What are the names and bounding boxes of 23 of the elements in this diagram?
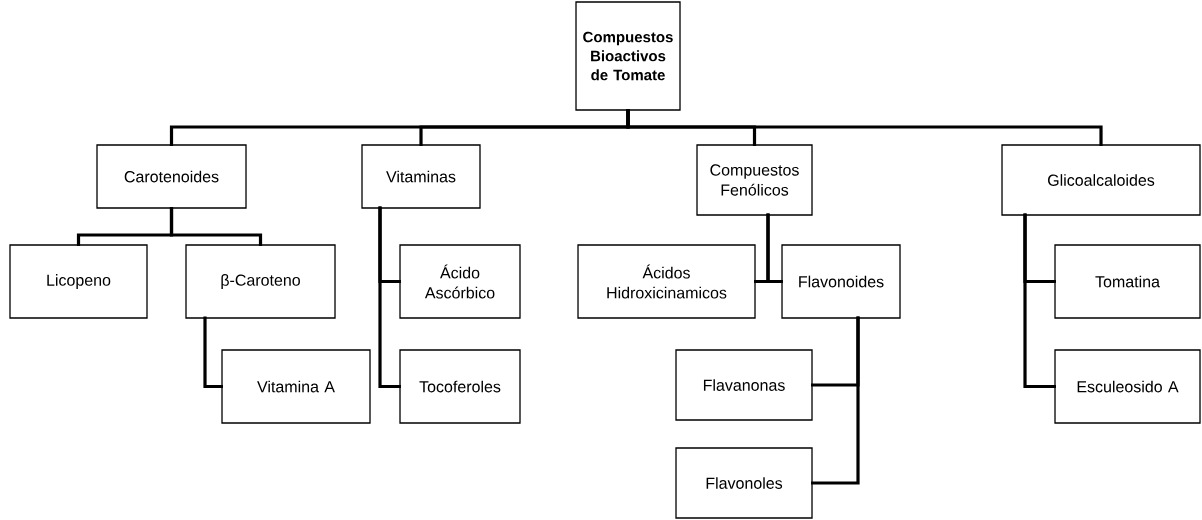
box: Compuestos Bioactivos de Tomate [575, 1, 681, 111]
connector-line [626, 109, 1103, 146]
box: Flavanonas [675, 349, 813, 421]
connector-line [1023, 213, 1056, 389]
box: Licopeno [9, 244, 148, 319]
box: Glicoalcaloides [1001, 144, 1201, 216]
box: Esculeosido A [1054, 349, 1201, 424]
box: Ácidos Hidroxicinamicos [577, 244, 756, 319]
box: Flavonoides [781, 244, 901, 319]
box: Tomatina [1054, 244, 1201, 319]
box: Vitaminas [361, 144, 481, 209]
box: Ácido Ascórbico [399, 244, 521, 319]
connector-line [378, 206, 401, 389]
box: Vitamina A [221, 349, 371, 424]
connector-line [203, 316, 223, 389]
connector-line [169, 207, 263, 246]
box: β-Caroteno [185, 244, 336, 319]
box: Tocoferoles [399, 349, 521, 424]
connector-line [811, 316, 860, 485]
box: Carotenoides [96, 144, 247, 209]
box: Compuestos Fenólicos [696, 144, 813, 216]
box: Flavonoles [675, 447, 813, 519]
connector-line [766, 213, 783, 284]
